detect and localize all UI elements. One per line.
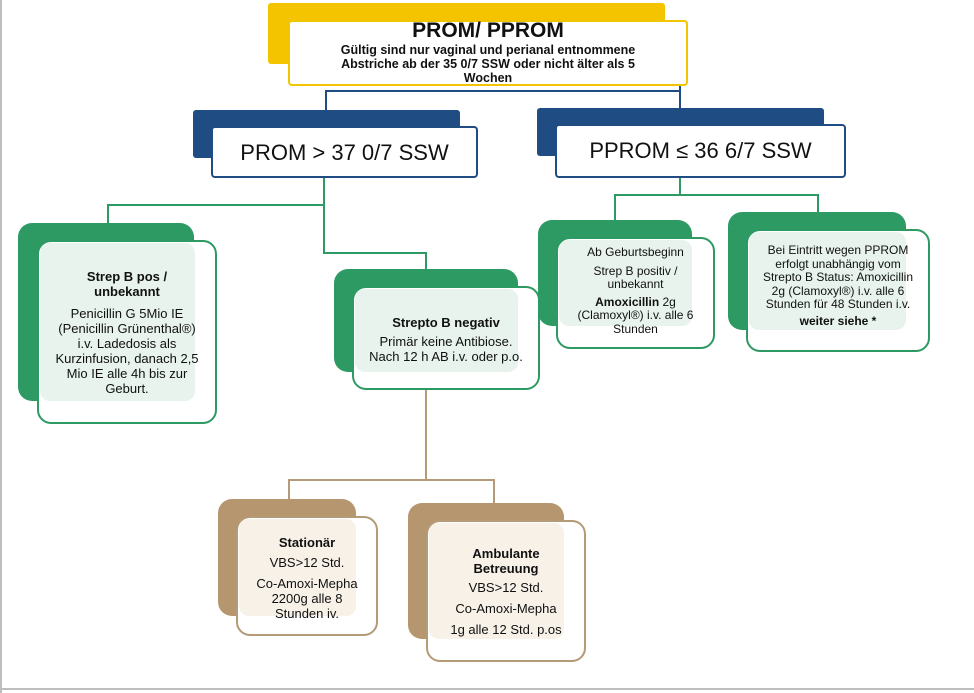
prom-label: PROM > 37 0/7 SSW: [240, 140, 449, 165]
eintritt-line-1: Bei Eintritt wegen PPROM: [767, 243, 909, 257]
strep-pos-heading-1: Strep B pos /: [86, 269, 168, 284]
title-content: PROM/ PPROM Gültig sind nur vaginal und …: [290, 18, 686, 85]
connector-title-branches: [325, 90, 680, 92]
connector-strep-neg-down: [425, 390, 427, 480]
strep-pos-tint: [40, 243, 195, 401]
ambulant-line-1: VBS>12 Std.: [468, 580, 544, 595]
title-heading: PROM/ PPROM: [412, 19, 564, 42]
strep-pos-line-3: i.v. Ladedosis als: [77, 336, 177, 351]
geburtsbeginn-line-5: Stunden: [613, 321, 658, 336]
geburtsbeginn-content: Ab Geburtsbeginn Strep B positiv / unbek…: [559, 245, 712, 336]
connector-prom-center: [323, 204, 325, 254]
strep-neg-heading: Strepto B negativ: [392, 315, 500, 330]
connector-pprom-down: [679, 177, 681, 195]
strep-neg-line-2: Nach 12 h AB i.v. oder p.o.: [369, 349, 523, 364]
geburtsbeginn-line-3: unbekannt: [607, 277, 664, 291]
strep-neg-tint: [355, 289, 518, 372]
strep-pos-line-5: Mio IE alle 4h bis zur: [66, 366, 188, 381]
stationaer-line-1: VBS>12 Std.: [269, 555, 345, 570]
pprom-front-panel: [555, 124, 846, 178]
ambulant-content: Ambulante Betreuung VBS>12 Std. Co-Amoxi…: [429, 546, 583, 637]
geburtsbeginn-drug: Amoxicillin: [595, 294, 660, 309]
stationaer-tint: [239, 519, 356, 616]
geburtsbeginn-drug-line: Amoxicillin 2g: [595, 294, 676, 310]
slide-edge-left: [0, 0, 2, 693]
geburtsbeginn-dose: 2g: [659, 294, 676, 309]
eintritt-line-5: Stunden für 48 Stunden i.v.: [765, 297, 911, 311]
stationaer-heading: Stationär: [278, 535, 336, 550]
strep-pos-line-4: Kurzinfusion, danach 2,5: [55, 351, 199, 366]
connector-to-stationaer: [288, 479, 290, 499]
title-front-panel: [288, 20, 688, 86]
ambulant-tint: [429, 523, 564, 639]
connector-pprom-horizontal: [614, 194, 819, 196]
strep-pos-line-2: (Penicillin Grünenthal®): [58, 321, 196, 336]
eintritt-line-3: Strepto B Status: Amoxicillin: [762, 270, 914, 284]
prom-front-panel: [211, 126, 478, 178]
eintritt-tint: [749, 232, 906, 330]
strep-pos-heading-2: unbekannt: [94, 284, 160, 299]
slide-edge-bottom: [0, 688, 974, 690]
ambulant-heading-1: Ambulante: [472, 546, 540, 561]
stationaer-line-2: Co-Amoxi-Mepha: [256, 576, 358, 591]
eintritt-content: Bei Eintritt wegen PPROM erfolgt unabhän…: [749, 243, 927, 328]
eintritt-line-4: 2g (Clamoxyl®) i.v. alle 6: [771, 283, 905, 298]
eintritt-line-2: erfolgt unabhängig vom: [775, 256, 901, 271]
title-note-line-1: Gültig sind nur vaginal und perianal ent…: [340, 43, 636, 57]
connector-to-eintritt: [817, 194, 819, 212]
connector-to-geburtsbeginn: [614, 194, 616, 220]
pprom-label: PPROM ≤ 36 6/7 SSW: [589, 138, 812, 163]
stationaer-line-4: Stunden iv.: [274, 606, 340, 621]
connector-outpatient-split: [288, 479, 495, 481]
connector-to-strep-pos: [107, 204, 109, 224]
connector-to-strep-neg: [425, 252, 427, 270]
connector-prom-right: [323, 252, 427, 254]
title-note-line-2: Abstriche ab der 35 0/7 SSW oder nicht ä…: [341, 57, 635, 71]
stationaer-content: Stationär VBS>12 Std. Co-Amoxi-Mepha 220…: [239, 535, 375, 621]
ambulant-heading-2: Betreuung: [473, 561, 539, 576]
geburtsbeginn-line-2: Strep B positiv /: [593, 263, 678, 278]
connector-to-prom: [325, 90, 327, 110]
ambulant-line-2: Co-Amoxi-Mepha: [455, 601, 557, 616]
connector-prom-left: [107, 204, 325, 206]
geburtsbeginn-line-4: (Clamoxyl®) i.v. alle 6: [577, 308, 694, 322]
strep-pos-content: Strep B pos / unbekannt Penicillin G 5Mi…: [40, 269, 214, 396]
strep-neg-content: Strepto B negativ Primär keine Antibiose…: [355, 315, 537, 364]
title-note-line-3: Wochen: [463, 71, 513, 85]
connector-prom-down: [323, 177, 325, 205]
ambulant-line-3: 1g alle 12 Std. p.os: [450, 622, 562, 637]
connector-to-pprom: [679, 86, 681, 110]
strep-pos-line-6: Geburt.: [105, 381, 149, 396]
geburtsbeginn-tint: [559, 240, 692, 326]
eintritt-more: weiter siehe *: [799, 313, 877, 328]
connector-to-ambulant: [493, 479, 495, 503]
stationaer-line-3: 2200g alle 8: [271, 591, 343, 606]
strep-neg-line-1: Primär keine Antibiose.: [379, 334, 513, 349]
strep-pos-line-1: Penicillin G 5Mio IE: [70, 306, 184, 321]
geburtsbeginn-line-1: Ab Geburtsbeginn: [587, 245, 684, 259]
